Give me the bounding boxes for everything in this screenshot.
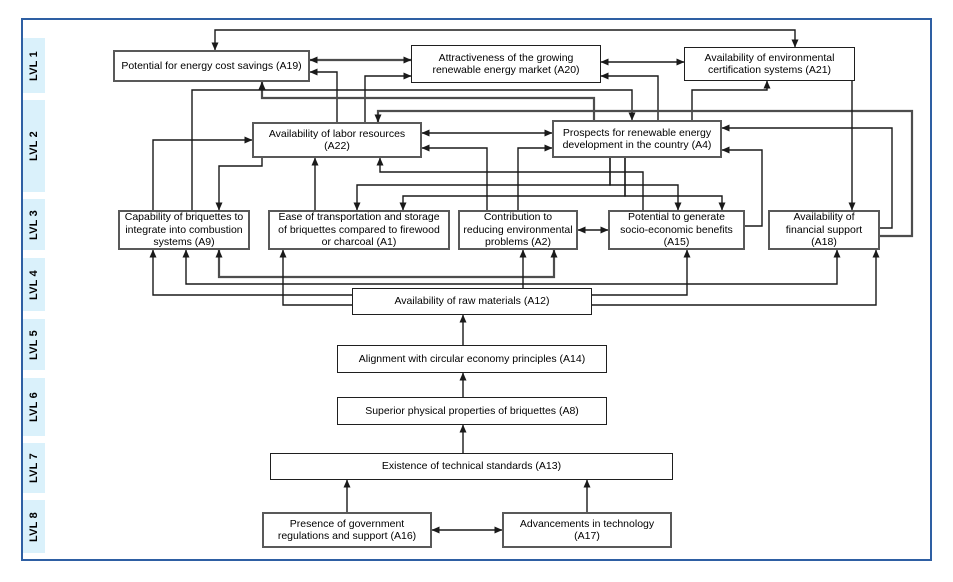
node-a22: Availability of labor resources (A22) [252,122,422,158]
node-a8: Superior physical properties of briquett… [337,397,607,425]
arrow-a9-a18 [182,249,841,285]
node-a18: Availability of financial support (A18) [768,210,880,250]
node-a1: Ease of transportation and storage of br… [268,210,450,250]
node-a14: Alignment with circular economy principl… [337,345,607,373]
node-a15: Potential to generate socio-economic ben… [608,210,745,250]
node-label: Availability of labor resources (A22) [268,127,406,152]
arrow-a4-a15 [624,158,726,211]
arrow-a22-a9 [215,158,263,211]
arrow-a12-a1 [279,249,352,306]
arrow-a18-a4 [721,124,893,229]
node-label: Advancements in technology (A17) [519,517,655,542]
arrow-a9-a2 [215,249,558,279]
level-band-2: LVL 2 [23,100,45,192]
node-label: Presence of government regulations and s… [277,517,417,542]
node-label: Availability of raw materials (A12) [394,295,550,308]
level-label: LVL 8 [28,511,40,542]
arrow-a12-a18 [592,249,880,306]
node-a4: Prospects for renewable energy developme… [552,120,722,158]
node-a12: Availability of raw materials (A12) [352,288,592,315]
level-label: LVL 2 [28,131,40,161]
node-label: Alignment with circular economy principl… [358,352,586,365]
level-band-3: LVL 3 [23,199,45,250]
arrow-a4-a20 [600,72,659,120]
node-label: Potential to generate socio-economic ben… [620,211,733,249]
level-band-4: LVL 4 [23,258,45,311]
node-a2: Contribution to reducing environmental p… [458,210,578,250]
node-a19: Potential for energy cost savings (A19) [113,50,310,82]
arrow-a12-a15 [592,249,691,296]
node-a9: Capability of briquettes to integrate in… [118,210,250,250]
node-a17: Advancements in technology (A17) [502,512,672,548]
arrow-a4-a1 [353,158,611,211]
node-a16: Presence of government regulations and s… [262,512,432,548]
node-label: Availability of environmental certificat… [704,51,835,76]
level-label: LVL 6 [28,392,40,422]
level-band-1: LVL 1 [23,38,45,93]
arrow-a15-a4 [721,146,763,227]
node-label: Attractiveness of the growing renewable … [432,51,580,76]
arrow-a2-a4 [517,144,553,210]
level-band-6: LVL 6 [23,378,45,436]
arrow-a12-a9 [149,249,352,296]
node-label: Ease of transportation and storage of br… [278,211,440,249]
node-a13: Existence of technical standards (A13) [270,453,673,480]
arrow-a9-a22 [152,136,253,210]
level-label: LVL 1 [28,50,40,81]
node-label: Potential for energy cost savings (A19) [121,59,302,72]
arrow-a9-a4 [191,89,636,210]
level-band-7: LVL 7 [23,443,45,493]
node-a21: Availability of environmental certificat… [684,47,855,81]
arrow-a22-a19 [309,68,338,122]
level-label: LVL 3 [28,209,40,240]
node-label: Availability of financial support (A18) [785,211,863,249]
node-label: Superior physical properties of briquett… [365,404,579,417]
level-label: LVL 7 [28,453,40,483]
node-a20: Attractiveness of the growing renewable … [411,45,601,83]
figure-border [21,18,932,561]
level-label: LVL 4 [28,269,40,300]
arrow-a15-a22 [376,157,644,210]
node-label: Contribution to reducing environmental p… [463,211,573,249]
arrow-a4-a1 [399,158,626,211]
level-label: LVL 5 [28,329,40,360]
arrow-a19-a21 [211,29,799,51]
node-label: Capability of briquettes to integrate in… [124,211,244,249]
arrow-a4-a21 [691,80,771,120]
node-label: Existence of technical standards (A13) [381,460,562,473]
arrow-a4-a15 [609,158,682,211]
arrow-a2-a22 [421,144,488,210]
arrow-a4-a19 [258,81,596,120]
level-band-8: LVL 8 [23,500,45,553]
arrow-a22-a20 [364,72,412,122]
node-label: Prospects for renewable energy developme… [562,126,712,151]
level-band-5: LVL 5 [23,319,45,370]
arrow-a18-a22 [374,109,914,238]
